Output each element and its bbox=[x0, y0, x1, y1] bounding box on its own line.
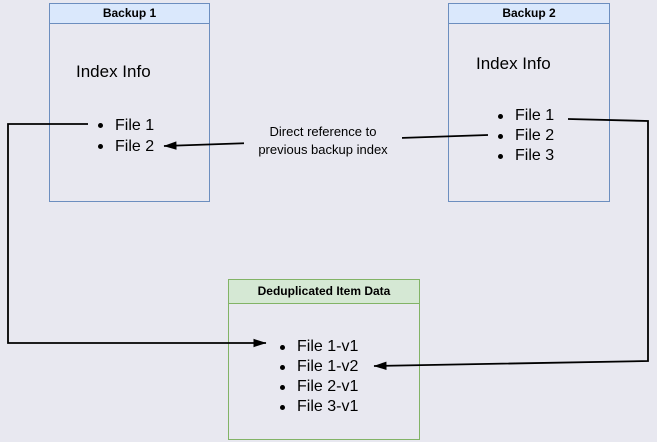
backup2-title: Backup 2 bbox=[449, 4, 609, 24]
file-label: File 3 bbox=[515, 147, 555, 164]
backup1-file-list: File 1 File 2 bbox=[98, 115, 154, 157]
backup1-node: Backup 1 Index Info File 1 File 2 bbox=[49, 3, 210, 202]
bullet-icon bbox=[280, 344, 285, 350]
backup2-node: Backup 2 Index Info File 1 File 2 File 3 bbox=[448, 3, 610, 202]
direct-reference-label: Direct reference to previous backup inde… bbox=[244, 123, 402, 159]
dedup-file-list: File 1-v1 File 1-v2 File 2-v1 File 3-v1 bbox=[280, 337, 358, 417]
list-item: File 2 bbox=[498, 126, 554, 146]
file-label: File 2 bbox=[115, 137, 155, 155]
direct-reference-label-line1: Direct reference to bbox=[269, 124, 377, 139]
bullet-icon bbox=[280, 364, 285, 370]
bullet-icon bbox=[98, 123, 103, 128]
bullet-icon bbox=[280, 384, 285, 390]
bullet-icon bbox=[498, 133, 503, 139]
dedup-title: Deduplicated Item Data bbox=[229, 280, 419, 304]
file-label: File 1 bbox=[515, 107, 555, 124]
file-label: File 1-v2 bbox=[297, 358, 359, 375]
list-item: File 3 bbox=[498, 146, 554, 166]
file-label: File 3-v1 bbox=[297, 398, 359, 415]
dedup-node: Deduplicated Item Data File 1-v1 File 1-… bbox=[228, 279, 420, 440]
backup1-title: Backup 1 bbox=[50, 4, 209, 24]
file-label: File 2-v1 bbox=[297, 378, 359, 395]
list-item: File 1-v1 bbox=[280, 337, 358, 357]
backup2-file-list: File 1 File 2 File 3 bbox=[498, 106, 554, 166]
bullet-icon bbox=[280, 404, 285, 410]
direct-reference-label-line2: previous backup index bbox=[258, 142, 388, 157]
file-label: File 2 bbox=[515, 127, 555, 144]
list-item: File 1 bbox=[98, 115, 154, 136]
file-label: File 1 bbox=[115, 116, 155, 134]
bullet-icon bbox=[98, 144, 103, 149]
bullet-icon bbox=[498, 153, 503, 159]
list-item: File 3-v1 bbox=[280, 397, 358, 417]
backup1-subtitle: Index Info bbox=[76, 62, 151, 81]
backup2-subtitle: Index Info bbox=[476, 54, 551, 73]
bullet-icon bbox=[498, 113, 503, 119]
list-item: File 1-v2 bbox=[280, 357, 358, 377]
list-item: File 1 bbox=[498, 106, 554, 126]
list-item: File 2-v1 bbox=[280, 377, 358, 397]
list-item: File 2 bbox=[98, 136, 154, 157]
file-label: File 1-v1 bbox=[297, 338, 359, 355]
